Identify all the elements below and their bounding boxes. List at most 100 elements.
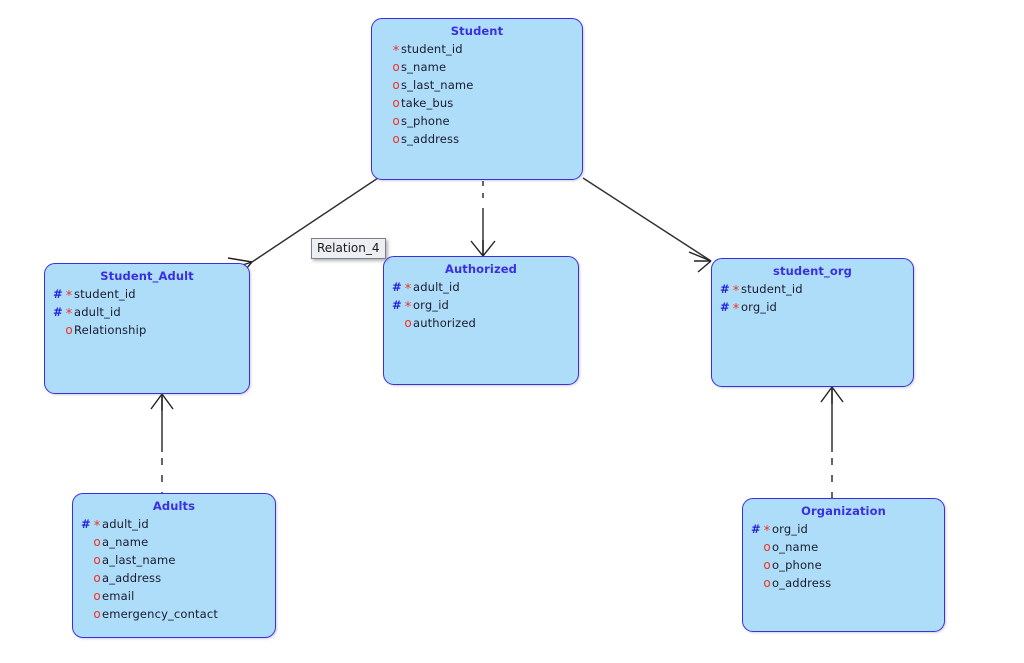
- foreign-key-icon: #: [53, 305, 63, 319]
- connector-student-student_adult: [227, 177, 379, 277]
- required-marker-icon: *: [732, 302, 740, 317]
- attribute-row[interactable]: #oa_last_name: [81, 553, 275, 571]
- attribute-row[interactable]: #os_last_name: [380, 78, 582, 96]
- optional-marker-icon: o: [93, 553, 101, 567]
- attribute-name: student_id: [74, 287, 136, 301]
- attribute-row[interactable]: #*org_id: [720, 300, 913, 318]
- attribute-name: emergency_contact: [102, 607, 219, 621]
- attribute-row[interactable]: #oo_phone: [751, 558, 944, 576]
- attribute-row[interactable]: #os_name: [380, 60, 582, 78]
- attribute-row[interactable]: #os_address: [380, 132, 582, 150]
- marker-spacer: #: [53, 323, 64, 337]
- entity-adults[interactable]: Adults #*adult_id#oa_name#oa_last_name#oa…: [72, 493, 276, 638]
- attribute-row[interactable]: #oa_address: [81, 571, 275, 589]
- attribute-row[interactable]: #os_phone: [380, 114, 582, 132]
- entity-student[interactable]: Student#*student_id#os_name#os_last_name…: [371, 18, 583, 180]
- entity-title-student_adult: Student_Adult: [100, 269, 194, 283]
- required-marker-icon: *: [404, 282, 412, 297]
- marker-spacer: #: [81, 607, 92, 621]
- attribute-row[interactable]: #*org_id: [751, 522, 944, 540]
- optional-marker-icon: o: [93, 589, 101, 603]
- optional-marker-icon: o: [93, 535, 101, 549]
- marker-spacer: #: [392, 316, 403, 330]
- optional-marker-icon: o: [404, 316, 412, 330]
- optional-marker-icon: o: [763, 576, 771, 590]
- optional-marker-icon: o: [392, 78, 400, 92]
- optional-marker-icon: o: [392, 60, 400, 74]
- attribute-name: adult_id: [74, 305, 121, 319]
- marker-spacer: #: [81, 589, 92, 603]
- required-marker-icon: *: [392, 44, 400, 59]
- optional-marker-icon: o: [392, 132, 400, 146]
- relation-tooltip: Relation_4: [311, 238, 386, 259]
- entity-student_org[interactable]: student_org#*student_id#*org_id: [711, 258, 914, 387]
- attribute-name: o_phone: [772, 558, 822, 572]
- attribute-name: take_bus: [401, 96, 454, 110]
- entity-title-student: Student: [450, 24, 504, 38]
- attribute-name: authorized: [413, 316, 477, 330]
- attribute-row[interactable]: #*org_id: [392, 298, 578, 316]
- marker-spacer: #: [380, 132, 391, 146]
- foreign-key-icon: #: [392, 298, 402, 312]
- attribute-name: s_name: [401, 60, 447, 74]
- optional-marker-icon: o: [93, 571, 101, 585]
- entity-title-authorized: Authorized: [444, 262, 517, 276]
- entity-title-adults: Adults: [152, 499, 196, 513]
- attribute-list-student_org: #*student_id#*org_id: [712, 282, 913, 318]
- attribute-name: o_name: [772, 540, 819, 554]
- marker-spacer: #: [380, 78, 391, 92]
- foreign-key-icon: #: [81, 517, 91, 531]
- attribute-name: s_last_name: [401, 78, 474, 92]
- optional-marker-icon: o: [65, 323, 73, 337]
- entity-title-organization: Organization: [801, 504, 886, 518]
- entity-organization[interactable]: Organization#*org_id#oo_name#oo_phone#oo…: [742, 498, 945, 632]
- entity-student_adult[interactable]: Student_Adult#*student_id#*adult_id#oRel…: [44, 263, 250, 394]
- attribute-name: student_id: [401, 42, 463, 56]
- marker-spacer: #: [81, 553, 92, 567]
- marker-spacer: #: [751, 558, 762, 572]
- optional-marker-icon: o: [763, 558, 771, 572]
- attribute-name: org_id: [413, 298, 450, 312]
- attribute-name: email: [102, 589, 135, 603]
- foreign-key-icon: #: [720, 282, 730, 296]
- marker-spacer: #: [380, 96, 391, 110]
- connector-student-student_org: [582, 177, 712, 273]
- attribute-name: student_id: [741, 282, 803, 296]
- attribute-row[interactable]: #oo_address: [751, 576, 944, 594]
- attribute-row[interactable]: #oo_name: [751, 540, 944, 558]
- attribute-row[interactable]: #*student_id: [380, 42, 582, 60]
- required-marker-icon: *: [93, 519, 101, 534]
- marker-spacer: #: [751, 576, 762, 590]
- required-marker-icon: *: [65, 307, 73, 322]
- marker-spacer: #: [380, 42, 391, 56]
- foreign-key-icon: #: [392, 280, 402, 294]
- connector-student-authorized: [470, 181, 496, 257]
- attribute-row[interactable]: #*student_id: [720, 282, 913, 300]
- attribute-list-adults: #*adult_id#oa_name#oa_last_name#oa_addre…: [73, 517, 275, 625]
- optional-marker-icon: o: [93, 607, 101, 621]
- marker-spacer: #: [751, 540, 762, 554]
- optional-marker-icon: o: [763, 540, 771, 554]
- required-marker-icon: *: [732, 284, 740, 299]
- foreign-key-icon: #: [751, 522, 761, 536]
- attribute-row[interactable]: #*student_id: [53, 287, 249, 305]
- attribute-row[interactable]: #*adult_id: [81, 517, 275, 535]
- foreign-key-icon: #: [53, 287, 63, 301]
- attribute-name: Relationship: [74, 323, 147, 337]
- attribute-name: org_id: [741, 300, 778, 314]
- attribute-list-student: #*student_id#os_name#os_last_name#otake_…: [372, 42, 582, 150]
- attribute-name: org_id: [772, 522, 809, 536]
- attribute-row[interactable]: #oa_name: [81, 535, 275, 553]
- foreign-key-icon: #: [720, 300, 730, 314]
- attribute-row[interactable]: #*adult_id: [392, 280, 578, 298]
- attribute-row[interactable]: #*adult_id: [53, 305, 249, 323]
- connector-student_org-organization: [820, 386, 844, 498]
- required-marker-icon: *: [763, 524, 771, 539]
